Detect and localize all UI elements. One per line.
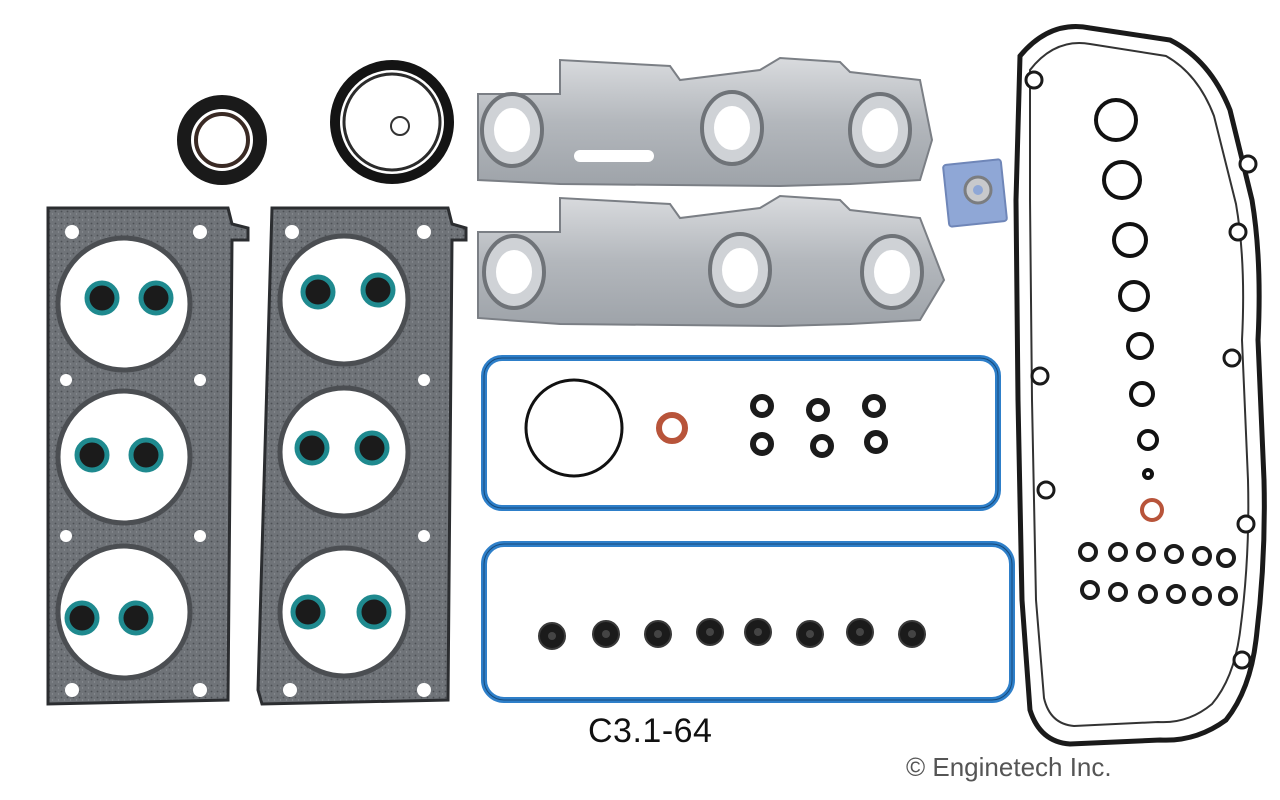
grommet-holes — [548, 628, 916, 640]
front-crank-seal — [177, 95, 267, 185]
washer-packet — [942, 158, 1008, 228]
blue-gasket-lower — [481, 541, 1015, 703]
small-o-rings-upper — [750, 394, 888, 458]
intake-plenum-gasket — [1013, 24, 1267, 747]
tapered-o-rings — [1094, 98, 1159, 480]
copper-o-ring-right — [1140, 498, 1164, 522]
copper-seal-ring — [656, 412, 688, 444]
grommets — [538, 618, 926, 650]
rear-main-seal — [330, 60, 454, 184]
valve-stem-seals — [64, 272, 396, 636]
small-o-rings-right — [1078, 542, 1238, 606]
large-o-ring — [524, 378, 624, 478]
exhaust-manifold-gasket-upper — [477, 56, 934, 188]
exhaust-manifold-gasket-lower — [477, 194, 946, 328]
copyright-label: © Enginetech Inc. — [906, 752, 1112, 782]
blue-gasket-upper — [481, 355, 1001, 511]
part-number-label: C3.1-64 — [588, 712, 713, 750]
